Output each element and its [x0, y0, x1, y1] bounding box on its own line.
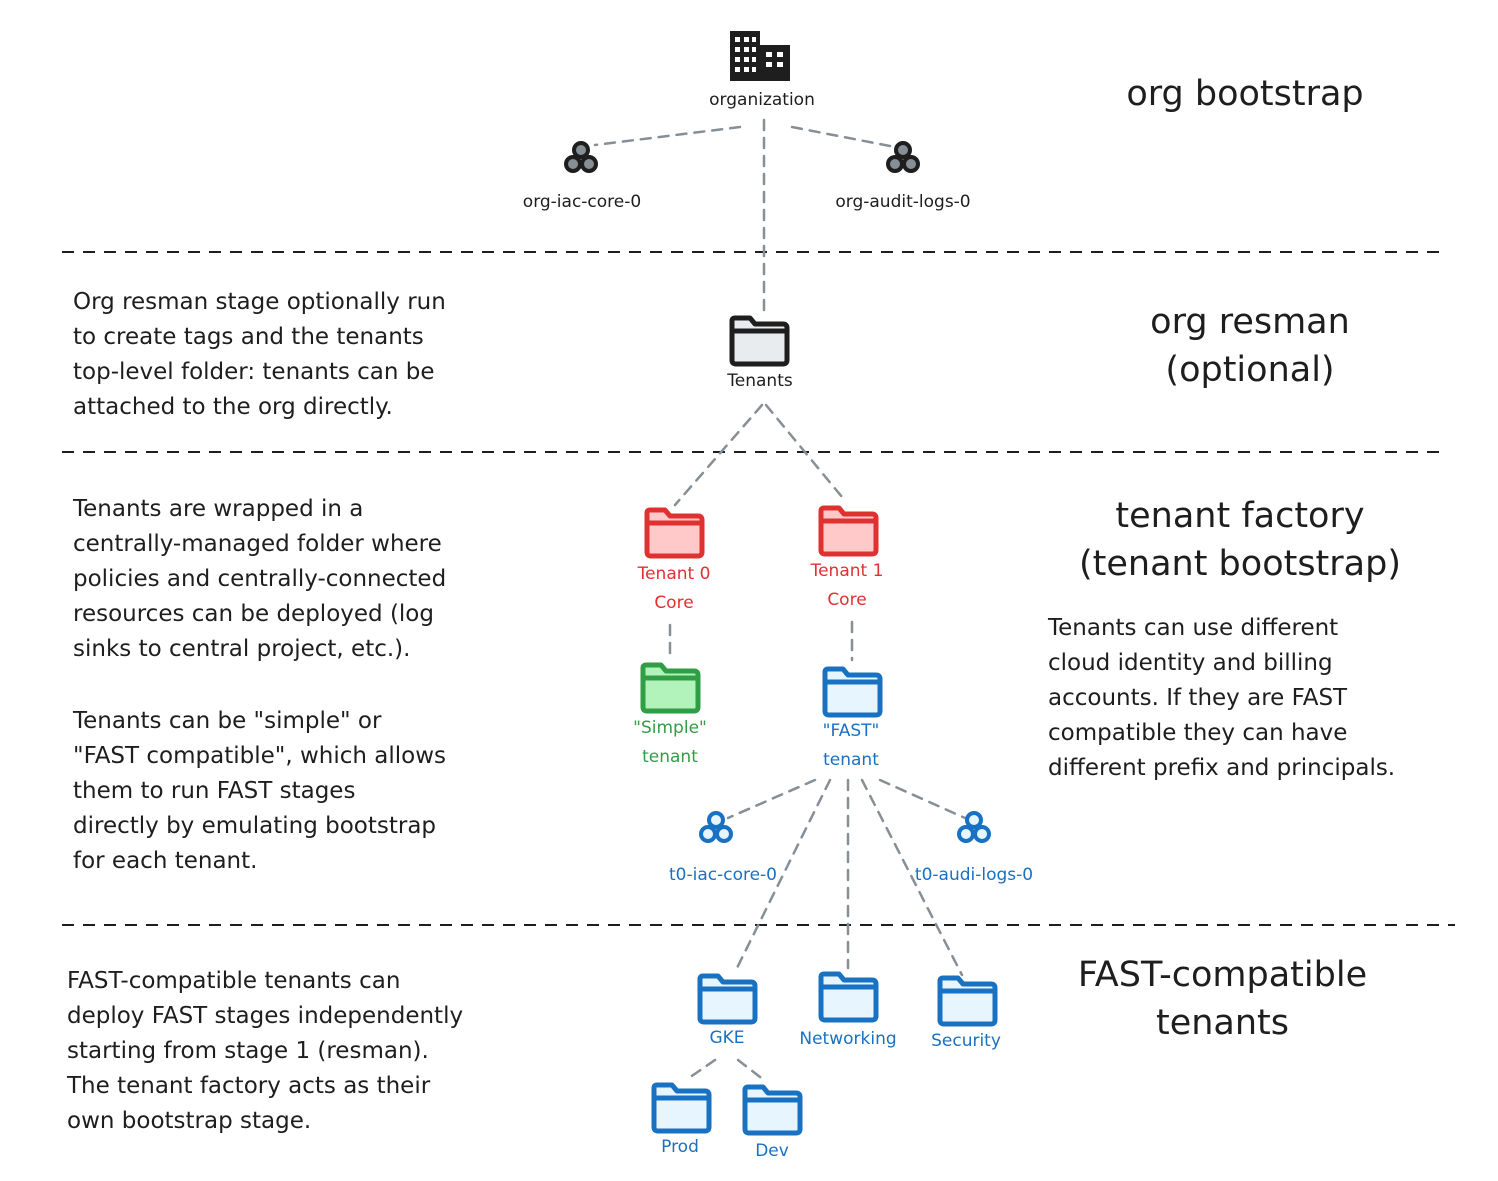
folder-icon — [700, 976, 755, 1022]
project-icon — [886, 141, 920, 173]
connector — [726, 778, 817, 820]
node-label-simple-tenant: "Simple" tenant — [633, 718, 707, 767]
node-label-t0-iac-core: t0-iac-core-0 — [668, 865, 778, 885]
node-label-org-iac-core: org-iac-core-0 — [522, 192, 642, 212]
folder-icon — [821, 974, 876, 1020]
folder-icon — [654, 1085, 709, 1131]
node-label-org-audit-logs: org-audit-logs-0 — [835, 192, 971, 212]
folder-icon — [732, 318, 787, 364]
building-icon — [730, 31, 790, 81]
note-tenants-simple: Tenants can be "simple" or "FAST compati… — [73, 708, 447, 874]
node-label-tenants: Tenants — [727, 371, 793, 391]
node-label-networking: Networking — [799, 1029, 897, 1049]
connector — [673, 403, 764, 507]
connector — [790, 125, 892, 148]
section-title-org-resman: org resman (optional) — [1150, 302, 1350, 390]
note-tenants-wrapped: Tenants are wrapped in a centrally-manag… — [73, 496, 447, 662]
note-org-resman: Org resman stage optionally run to creat… — [73, 289, 446, 420]
folder-icon — [745, 1087, 800, 1133]
node-label-tenant0-core: Tenant 0 Core — [637, 564, 711, 613]
note-tenants-identity: Tenants can use different cloud identity… — [1048, 615, 1396, 781]
folder-icon — [825, 669, 880, 715]
node-label-prod: Prod — [661, 1137, 699, 1157]
section-title-fast-compatible: FAST-compatible tenants — [1077, 955, 1368, 1043]
connector — [733, 778, 832, 974]
node-label-tenant1-core: Tenant 1 Core — [810, 561, 884, 610]
folder-icon — [821, 508, 876, 554]
section-title-tenant-factory: tenant factory (tenant bootstrap) — [1078, 496, 1401, 584]
folder-icon — [647, 510, 702, 556]
connector — [764, 403, 844, 499]
connector — [736, 1058, 766, 1082]
node-label-organization: organization — [709, 90, 815, 110]
node-label-t0-audit-logs: t0-audi-logs-0 — [914, 865, 1034, 885]
connector — [684, 1058, 717, 1082]
folder-icon — [940, 978, 995, 1024]
connector — [860, 778, 964, 977]
connector — [593, 125, 742, 147]
node-label-dev: Dev — [755, 1141, 789, 1161]
connector — [878, 778, 967, 820]
node-label-gke: GKE — [709, 1028, 745, 1048]
project-icon — [699, 811, 733, 843]
project-icon — [564, 141, 598, 173]
section-title-org-bootstrap: org bootstrap — [1126, 74, 1364, 114]
folder-icon — [643, 665, 698, 711]
node-label-security: Security — [931, 1031, 1001, 1051]
node-label-fast-tenant: "FAST" tenant — [822, 721, 880, 770]
note-fast-deploy: FAST-compatible tenants can deploy FAST … — [67, 968, 464, 1134]
